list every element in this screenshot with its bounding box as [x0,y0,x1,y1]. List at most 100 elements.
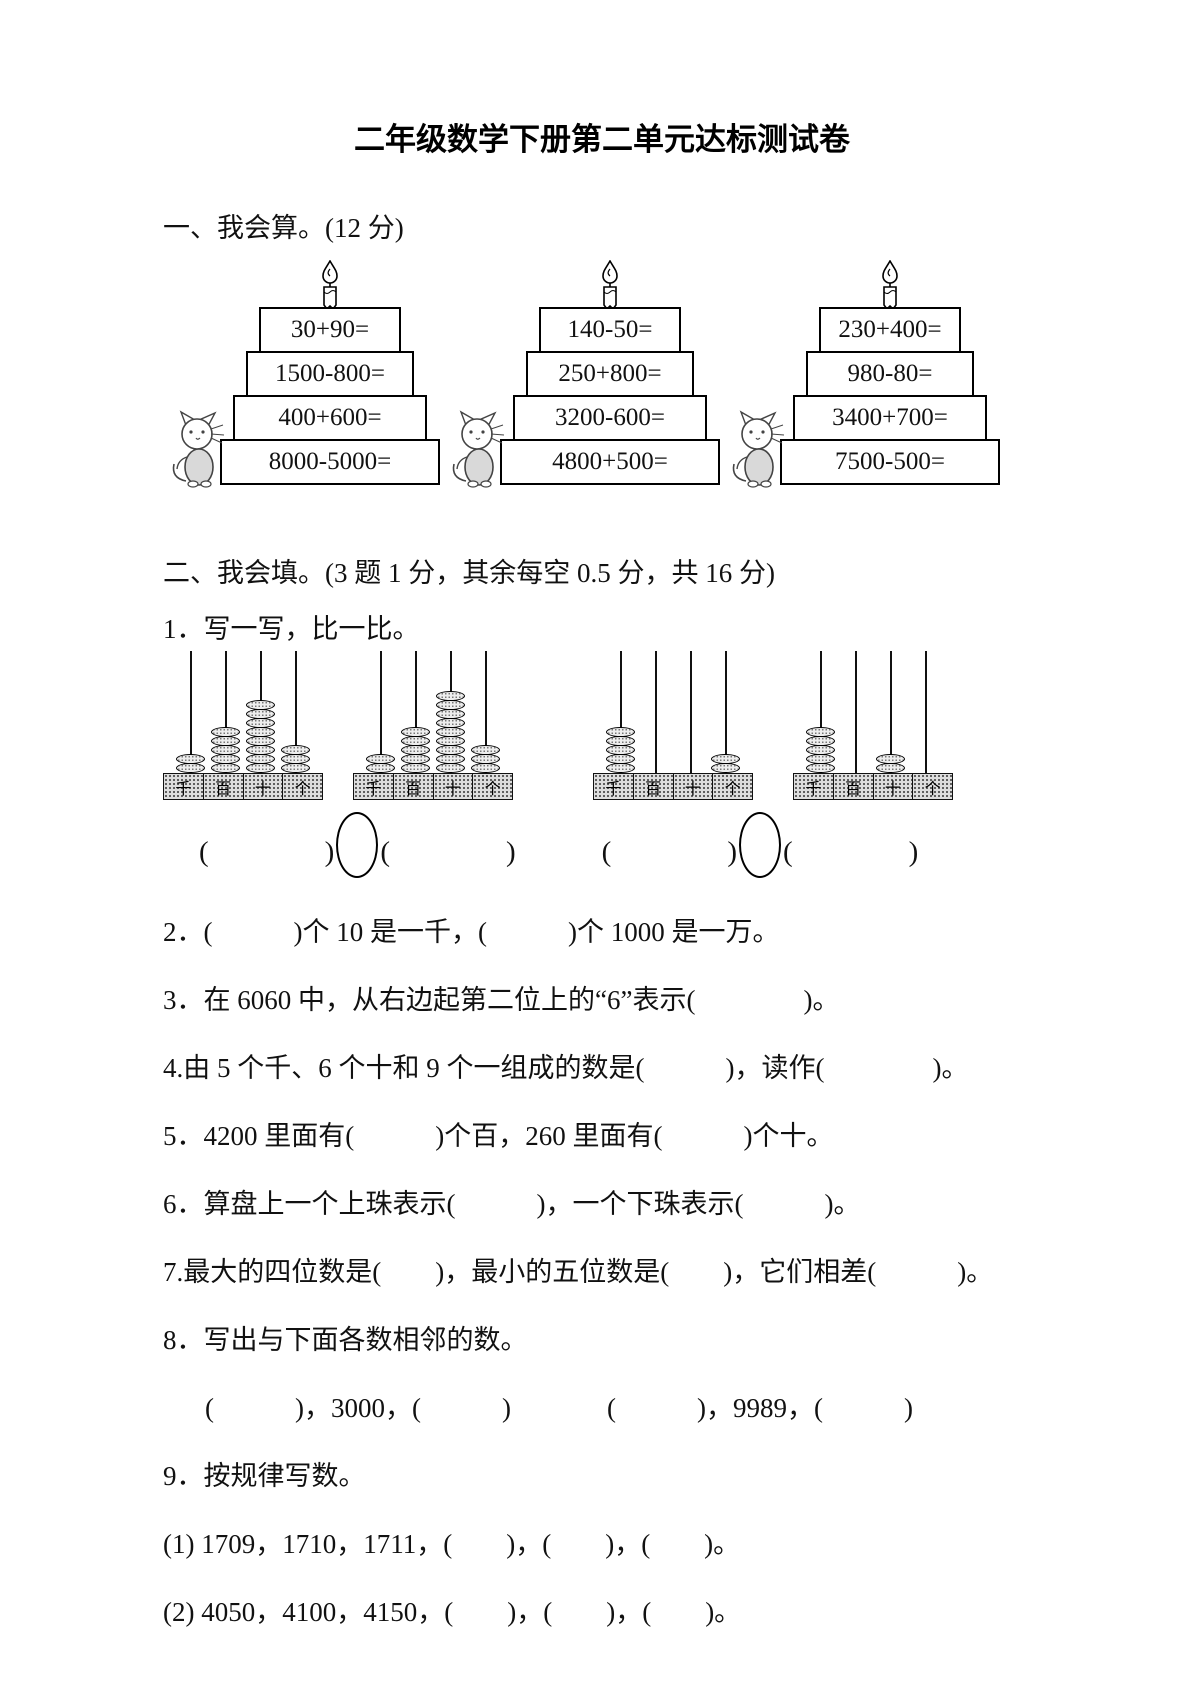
section2-heading: 二、我会填。(3 题 1 分，其余每空 0.5 分，共 16 分) [163,558,775,588]
rod-wire [379,651,382,773]
math-problem: 8000-5000= [220,439,440,485]
answer-blank: ( ) [199,836,335,868]
abacus-bead [246,763,275,773]
place-label-ones: 个 [473,774,512,799]
q9-sequence-1: (1) 1709，1710，1711，( )，( )，( )。 [163,1529,741,1559]
candle-icon [602,260,618,311]
place-label-tens: 十 [873,774,914,799]
compare-circle [738,812,781,878]
question-6: 6．算盘上一个上珠表示( )，一个下珠表示( )。 [163,1189,861,1219]
kitten-icon [452,410,505,488]
section1-heading: 一、我会算。(12 分) [163,213,404,243]
question-5: 5．4200 里面有( )个百，260 里面有( )个十。 [163,1121,834,1151]
math-problem: 250+800= [526,351,694,397]
abacus-base: 千 百 十 个 [163,773,323,800]
abacus-bead [401,763,430,773]
abacus-bead [436,763,465,773]
math-problem: 980-80= [806,351,974,397]
abacus-rod-tens [436,651,465,773]
answer-blank: ( ) [782,836,919,868]
place-label-thousands: 千 [354,774,394,799]
place-label-ones: 个 [283,774,322,799]
rod-wire [889,651,892,773]
math-problem: 1500-800= [246,351,414,397]
place-label-hundreds: 百 [393,774,434,799]
abacus-rod-thousands [606,651,635,773]
math-problem: 400+600= [233,395,427,441]
page-title: 二年级数学下册第二单元达标测试卷 [354,122,850,158]
math-problem: 3400+700= [793,395,987,441]
abacus-bead [806,763,835,773]
abacus-rod-hundreds [401,651,430,773]
cake-problem-group-2: 140-50= 250+800= 3200-600= 4800+500= [452,260,722,488]
rod-wire [294,651,297,773]
abacus-bead [711,763,740,773]
abacus-bead [281,763,310,773]
abacus-rod-ones [471,651,500,773]
kitten-icon [172,410,225,488]
q8-neighbors-left: ( )，3000，( ) [205,1393,511,1423]
abacus-rod-tens [246,651,275,773]
rod-wire [924,651,927,773]
math-problem: 4800+500= [500,439,720,485]
place-label-tens: 十 [433,774,474,799]
candle-icon [322,260,338,311]
question-8: 8．写出与下面各数相邻的数。 [163,1325,528,1355]
abacus-rod-hundreds [211,651,240,773]
rod-wire [484,651,487,773]
compare-circle [336,812,379,878]
abacus-bead [211,763,240,773]
place-label-hundreds: 百 [833,774,874,799]
rod-wire [724,651,727,773]
place-label-tens: 十 [673,774,714,799]
kitten-icon [732,410,785,488]
rod-wire [619,651,622,773]
rod-wire [654,651,657,773]
abacus-2: 千 百 十 个 [353,651,513,800]
question-3: 3．在 6060 中，从右边起第二位上的“6”表示( )。 [163,985,840,1015]
abacus-rod-thousands [806,651,835,773]
answer-blank: ( ) [380,836,516,868]
abacus-rods [163,651,323,773]
math-problem: 3200-600= [513,395,707,441]
q8-answer-line: ( )，3000，( )( )，9989，( ) [205,1390,1041,1426]
abacus-rod-hundreds [641,651,670,773]
abacus-rod-tens [876,651,905,773]
question-1: 1．写一写，比一比。 [163,614,420,644]
abacus-bead [606,763,635,773]
abacus-bead [876,763,905,773]
question-7: 7.最大的四位数是( )，最小的五位数是( )，它们相差( )。 [163,1257,994,1287]
abacus-bead [366,763,395,773]
q9-sequence-2: (2) 4050，4100，4150，( )，( )，( )。 [163,1597,742,1627]
cake-problem-group-3: 230+400= 980-80= 3400+700= 7500-500= [732,260,1002,488]
question-4: 4.由 5 个千、6 个十和 9 个一组成的数是( )，读作( )。 [163,1053,969,1083]
place-label-ones: 个 [713,774,752,799]
abacus-bead [471,763,500,773]
place-label-ones: 个 [913,774,952,799]
abacus-base: 千 百 十 个 [593,773,753,800]
abacus-rods [793,651,953,773]
rod-wire [224,651,227,773]
abacus-rod-hundreds [841,651,870,773]
abacus-rod-tens [676,651,705,773]
place-label-thousands: 千 [164,774,204,799]
abacus-bead [176,763,205,773]
abacus-base: 千 百 十 个 [353,773,513,800]
question-9: 9．按规律写数。 [163,1461,366,1491]
place-label-tens: 十 [243,774,284,799]
rod-wire [689,651,692,773]
place-label-thousands: 千 [594,774,634,799]
place-label-thousands: 千 [794,774,834,799]
rod-wire [854,651,857,773]
abacus-rods [353,651,513,773]
rod-wire [819,651,822,773]
abacus-row: 千 百 十 个 千 百 十 个 [163,651,1041,800]
math-problem: 7500-500= [780,439,1000,485]
answer-blank: ( ) [601,836,737,868]
place-label-hundreds: 百 [203,774,244,799]
rod-wire [189,651,192,773]
math-problem: 30+90= [259,307,401,353]
place-label-hundreds: 百 [633,774,674,799]
abacus-rods [593,651,753,773]
question-2: 2．( )个 10 是一千，( )个 1000 是一万。 [163,917,780,947]
